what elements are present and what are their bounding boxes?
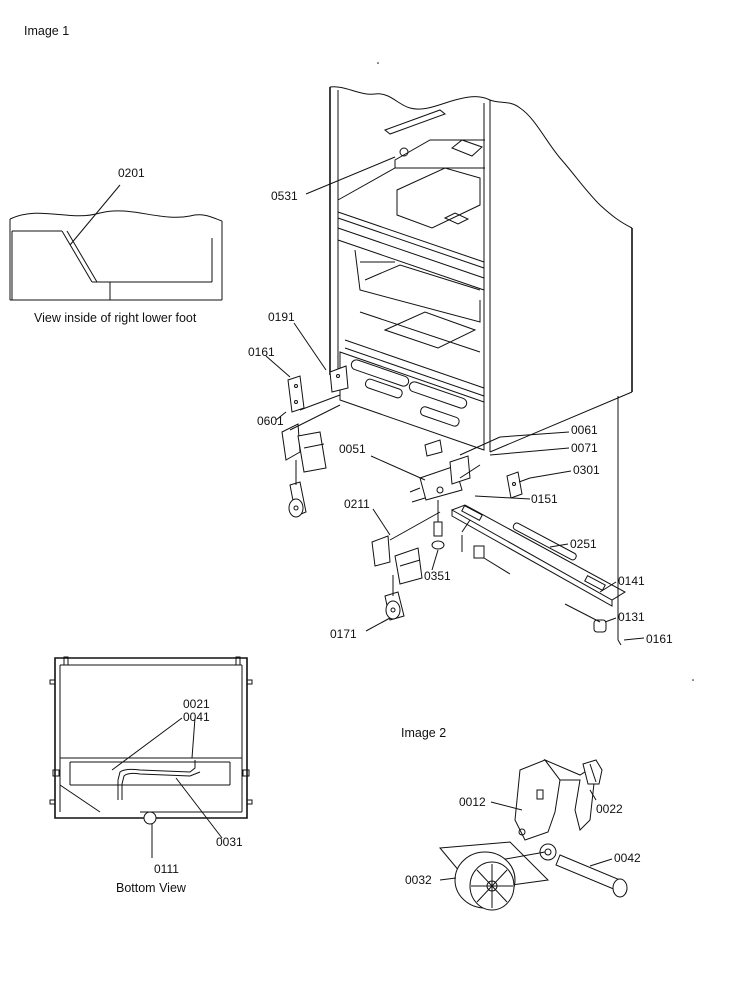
label-0041: 0041 <box>183 710 210 724</box>
detail-caption: View inside of right lower foot <box>34 311 197 325</box>
refrigerator-cabinet <box>329 86 633 453</box>
left-foot-assembly <box>281 365 349 518</box>
label-0012: 0012 <box>459 795 486 809</box>
label-0351: 0351 <box>424 569 451 583</box>
label-0191: 0191 <box>268 310 295 324</box>
label-0161-top: 0161 <box>248 345 275 359</box>
label-0151: 0151 <box>531 492 558 506</box>
center-hinge-assembly <box>409 439 523 550</box>
label-0071: 0071 <box>571 441 598 455</box>
label-0042: 0042 <box>614 851 641 865</box>
label-0061: 0061 <box>571 423 598 437</box>
label-0171: 0171 <box>330 627 357 641</box>
label-0131: 0131 <box>618 610 645 624</box>
label-0211: 0211 <box>344 497 370 511</box>
label-0051: 0051 <box>339 442 366 456</box>
image1-title: Image 1 <box>24 24 69 38</box>
label-0251: 0251 <box>570 537 597 551</box>
right-foot-caster <box>371 511 441 621</box>
bottom-view-panel <box>49 656 253 839</box>
label-0111: 0111 <box>154 862 179 876</box>
label-0141: 0141 <box>618 574 645 588</box>
right-lower-foot-detail <box>9 184 223 301</box>
bottom-view-caption: Bottom View <box>116 881 187 895</box>
caster-detail-assembly <box>439 758 628 911</box>
label-0201: 0201 <box>118 166 145 180</box>
label-0022: 0022 <box>596 802 623 816</box>
label-0601: 0601 <box>257 414 284 428</box>
front-bracket-0251 <box>450 396 626 646</box>
label-0031: 0031 <box>216 835 243 849</box>
label-0021: 0021 <box>183 697 210 711</box>
label-0161-bottom: 0161 <box>646 632 673 646</box>
label-0531: 0531 <box>271 189 298 203</box>
label-0032: 0032 <box>405 873 432 887</box>
label-0301: 0301 <box>573 463 600 477</box>
image2-title: Image 2 <box>401 726 446 740</box>
